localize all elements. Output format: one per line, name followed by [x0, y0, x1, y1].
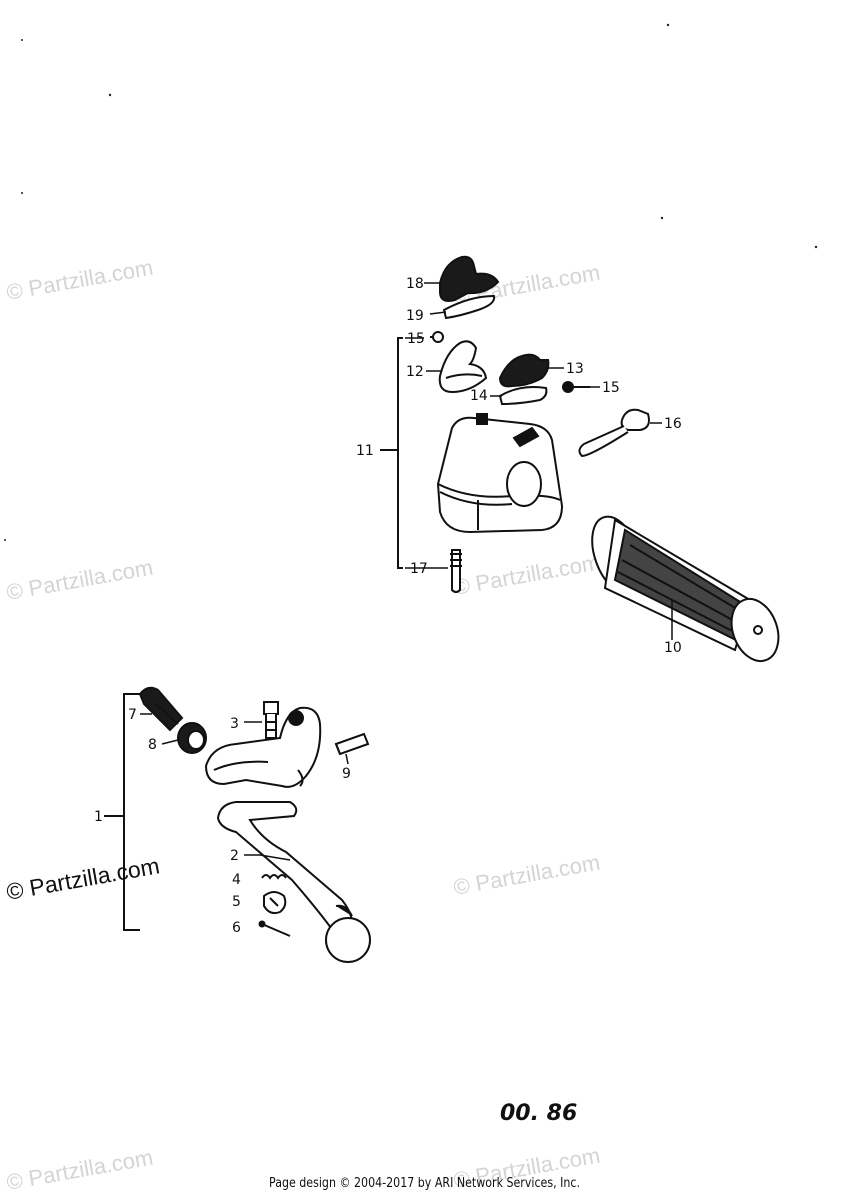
callout-labels: 18 19 15 12 13 14 15 16 11 17 10 7 3 8 9…	[94, 276, 682, 936]
callout-12: 12	[406, 364, 424, 380]
callout-9: 9	[342, 766, 351, 782]
adjuster-bolt-7	[138, 686, 184, 732]
plate-19	[442, 294, 496, 320]
page-footer: Page design © 2004-2017 by ARI Network S…	[269, 1176, 580, 1191]
callout-15-right: 15	[602, 380, 620, 396]
callout-8: 8	[148, 737, 157, 753]
callout-3: 3	[230, 716, 239, 732]
watermark: © Partzilla.com	[5, 255, 155, 305]
callout-4: 4	[232, 872, 241, 888]
callout-5: 5	[232, 894, 241, 910]
housing-11	[436, 413, 564, 534]
knob-12	[438, 340, 488, 394]
adjuster-nut-8	[177, 722, 207, 754]
clip-5	[263, 891, 287, 915]
callout-10: 10	[664, 640, 682, 656]
screw-17	[450, 549, 462, 593]
grip-10	[591, 515, 780, 662]
knob-13	[498, 353, 550, 388]
pin-6	[258, 920, 291, 937]
callout-13: 13	[566, 361, 584, 377]
callout-17: 17	[410, 561, 428, 577]
switch-lever-16	[578, 408, 650, 458]
spring-4	[261, 874, 287, 880]
leader-lines-upper	[405, 282, 673, 640]
bracket-11	[380, 337, 403, 569]
bracket-1	[104, 693, 140, 931]
pin-9	[334, 732, 370, 756]
leader-lines-lower	[140, 713, 349, 861]
callout-6: 6	[232, 920, 241, 936]
callout-11: 11	[356, 443, 374, 459]
lever-2	[216, 801, 371, 963]
lever-holder	[204, 706, 322, 788]
callout-7: 7	[128, 707, 137, 723]
watermark: © Partzilla.com	[4, 852, 161, 905]
specks	[4, 23, 818, 541]
watermark: © Partzilla.com	[5, 555, 155, 605]
switch-knob-18	[439, 255, 500, 302]
watermark: © Partzilla.com	[452, 850, 602, 900]
callout-15-upper: 15	[407, 331, 425, 347]
callout-19: 19	[406, 308, 424, 324]
callout-1: 1	[94, 809, 103, 825]
callout-18: 18	[406, 276, 424, 292]
screw-15-right	[562, 381, 590, 393]
sheet-code: 00. 86	[500, 1101, 577, 1126]
plate-14	[498, 386, 548, 406]
watermark: © Partzilla.com	[452, 550, 602, 600]
callout-16: 16	[664, 416, 682, 432]
callout-14: 14	[470, 388, 488, 404]
callout-2: 2	[230, 848, 239, 864]
screw-15-upper	[430, 331, 444, 343]
